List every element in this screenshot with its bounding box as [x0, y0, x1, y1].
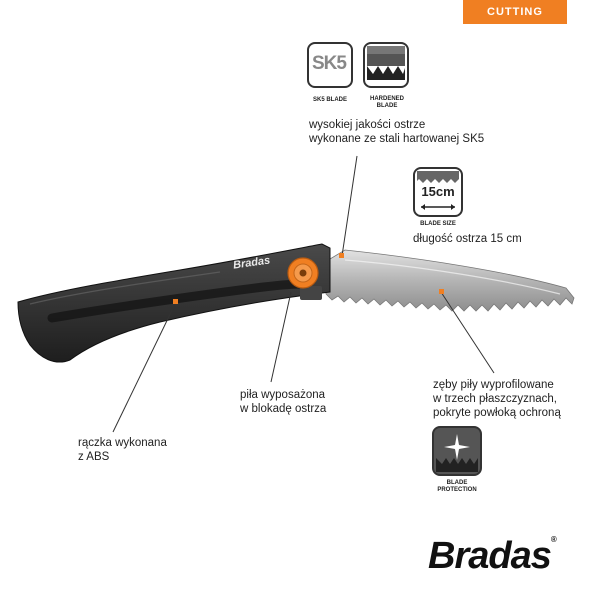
- callout-blade-quality-line1: wysokiej jakości ostrze: [309, 119, 426, 131]
- blade-size-icon: [417, 171, 459, 210]
- blade-size-value: 15cm: [421, 184, 455, 199]
- leader-blade-quality: [341, 155, 358, 257]
- hardened-blade-icon: [367, 46, 405, 80]
- leader-handle: [112, 301, 177, 433]
- callout-teeth-line1: zęby piły wyprofilowane: [433, 379, 554, 391]
- sparkle-icon: [436, 434, 478, 472]
- protection-caption: BLADE PROTECTION: [432, 480, 482, 494]
- callout-lock-line2: w blokadę ostrza: [240, 403, 327, 415]
- sk5-mark: SK5: [312, 53, 347, 74]
- marker-dot: [439, 289, 444, 294]
- hardened-caption-line2: BLADE: [376, 103, 398, 109]
- callout-teeth-line2: w trzech płaszczyznach,: [433, 393, 557, 405]
- callout-blade-length: długość ostrza 15 cm: [413, 233, 522, 245]
- brand-logo-text: Bradas: [428, 535, 552, 577]
- sk5-badge: SK5: [307, 42, 353, 88]
- callout-blade-quality: wysokiej jakości ostrze wykonane ze stal…: [309, 118, 484, 146]
- registered-mark: ®: [550, 535, 557, 544]
- brand-logo: Bradas®: [428, 535, 557, 578]
- blade-size-badge: 15cm: [413, 167, 463, 217]
- leader-teeth: [440, 291, 495, 374]
- category-tag: CUTTING: [463, 0, 567, 24]
- leader-lock: [270, 291, 292, 383]
- callout-teeth: zęby piły wyprofilowane w trzech płaszcz…: [433, 378, 561, 420]
- protection-caption-line2: PROTECTION: [437, 487, 477, 493]
- protection-caption-line1: BLADE: [446, 480, 468, 486]
- blade-lock-knob: [287, 257, 319, 289]
- callout-blade-quality-line2: wykonane ze stali hartowanej SK5: [309, 133, 485, 145]
- blade-protection-badge: [432, 426, 482, 476]
- hardened-caption-line1: HARDENED: [369, 96, 404, 102]
- handle-grip-groove: [47, 279, 305, 323]
- sk5-caption: SK5 BLADE: [312, 97, 347, 103]
- callout-teeth-line3: pokryte powłoką ochroną: [433, 407, 561, 419]
- callout-lock-line1: piła wyposażona: [240, 389, 326, 401]
- hardened-blade-badge: [363, 42, 409, 88]
- callout-lock: piła wyposażona w blokadę ostrza: [240, 388, 326, 416]
- hardened-caption: HARDENED BLADE: [363, 96, 411, 110]
- callout-handle-line2: z ABS: [78, 451, 110, 463]
- marker-dot: [173, 299, 178, 304]
- callout-handle-line1: rączka wykonana: [78, 437, 167, 449]
- callout-handle: rączka wykonana z ABS: [78, 436, 167, 464]
- saw-blade: [324, 249, 575, 312]
- marker-dot: [339, 253, 344, 258]
- handle-grip-ridges: [300, 286, 322, 300]
- blade-size-caption: BLADE SIZE: [420, 221, 456, 227]
